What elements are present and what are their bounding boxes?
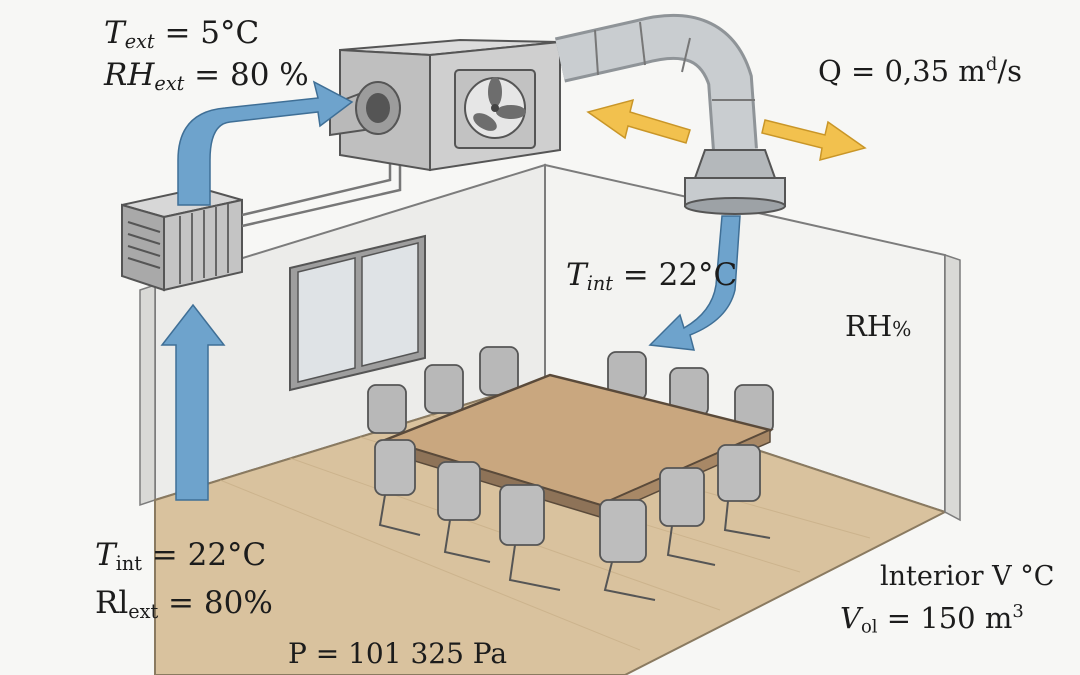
fan-blades-icon [473,77,526,131]
flow-rate-label: Q = 0,35 md/s [818,53,1022,88]
chair [424,364,464,414]
supply-duct [554,13,758,152]
pressure-label: P = 101 325 Pa [288,637,508,670]
chairs-back [367,346,774,434]
inlet-arrow [177,80,354,206]
exhaust-arrows [586,98,867,162]
chairs-front [374,439,761,563]
room-humidity-label: RH% [845,309,912,343]
window [289,234,426,392]
airflow-arrows [160,80,741,501]
chair [479,346,519,396]
chair [499,484,545,546]
inlet-nozzle [329,81,401,137]
room-temperature-label: Tint = 22°C [566,257,738,295]
exhaust-arrow-left [586,98,691,144]
intake-arrow [160,303,226,501]
exterior-humidity-label: RHext = 80 % [104,57,309,95]
chair [367,384,407,434]
right-wall-edge [944,253,961,522]
chair [599,499,647,563]
chair [659,467,705,527]
chair [437,461,481,521]
exterior-temperature-label: Text = 5°C [104,15,260,53]
chair-legs [378,494,771,601]
chair [717,444,761,502]
exterior-relative-humidity-label: Rlext = 80% [95,585,273,623]
chair [374,439,416,496]
interior-label: lnterior V °C [880,561,1055,592]
interior-temperature-label: Tint = 22°C [95,537,267,575]
supply-arrow [648,215,741,351]
room-volume-label: Vol = 150 m3 [840,600,1024,638]
left-wall-edge [139,283,156,507]
ceiling-diffuser [684,149,786,215]
exhaust-arrow-right [761,119,867,162]
